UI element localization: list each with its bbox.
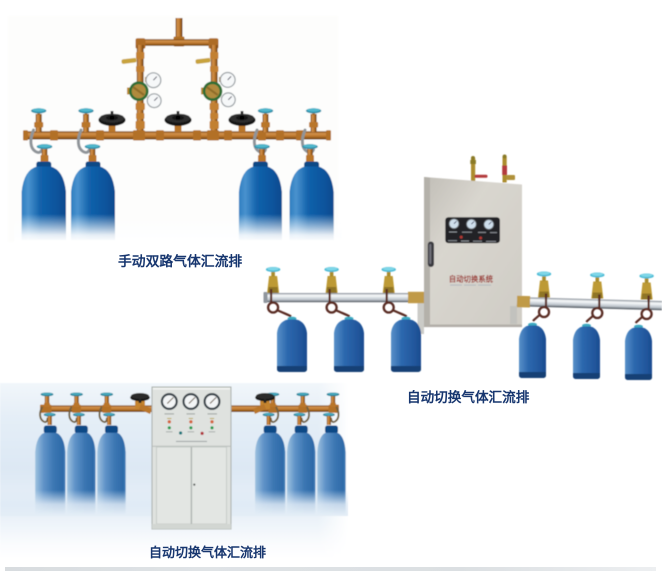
svg-text:自动切换系统: 自动切换系统 — [449, 275, 494, 284]
